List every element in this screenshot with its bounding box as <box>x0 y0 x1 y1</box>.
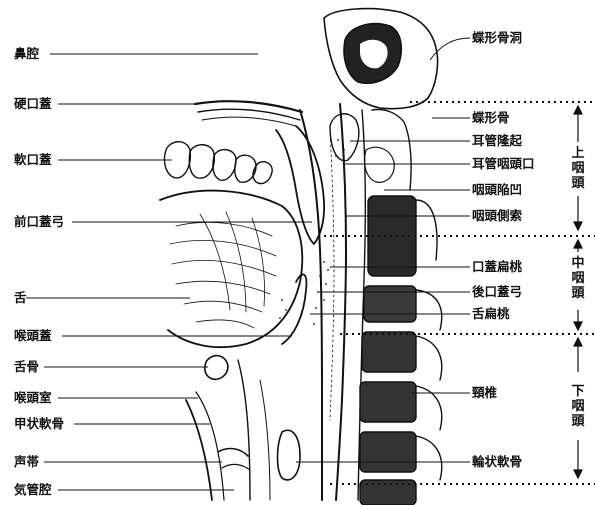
tongue-outline <box>160 191 302 348</box>
label-vocal-cord: 声帯 <box>14 455 39 469</box>
label-lingual-tonsil: 舌扁桃 <box>472 307 510 321</box>
label-pharyngeal-recess: 咽頭陥凹 <box>472 183 522 197</box>
pharyngeal-wall-posterior <box>336 104 346 500</box>
label-region-nasopharynx: 上咽頭 <box>570 146 586 191</box>
label-torus-tubarius: 耳管隆起 <box>472 134 522 148</box>
label-sphenoid-bone: 蝶形骨 <box>472 111 510 125</box>
label-pharyngeal-opening: 耳管咽頭口 <box>472 157 535 171</box>
label-hyoid: 舌骨 <box>14 360 39 374</box>
label-laryngeal-ventricle: 喉頭室 <box>14 391 52 405</box>
label-cervical-vertebra: 頸椎 <box>472 386 497 400</box>
label-cricoid-cartilage: 輪状軟骨 <box>472 455 522 469</box>
label-sphenoid-sinus: 蝶形骨洞 <box>472 31 522 45</box>
soft-palate-shape <box>276 126 324 244</box>
label-tracheal-cavity: 気管腔 <box>14 483 52 497</box>
cricoid-shape <box>278 430 301 480</box>
tongue-texture <box>170 212 276 328</box>
cervical-vertebrae <box>360 110 442 505</box>
hyoid-shape <box>205 356 228 380</box>
label-region-hypopharynx: 下咽頭 <box>570 384 586 429</box>
label-soft-palate: 軟口蓋 <box>14 153 52 167</box>
label-region-oropharynx: 中咽頭 <box>570 256 586 301</box>
label-nasal-cavity: 鼻腔 <box>14 47 39 61</box>
label-hard-palate: 硬口蓋 <box>14 97 52 111</box>
upper-teeth <box>164 142 272 184</box>
label-palatoglossal-arch: 前口蓋弓 <box>14 215 64 229</box>
label-tongue: 舌 <box>14 291 27 305</box>
label-thyroid-cartilage: 甲状軟骨 <box>14 417 64 431</box>
label-lateral-band: 咽頭側索 <box>472 209 522 223</box>
label-palatopharyngeal-arch: 後口蓋弓 <box>472 285 522 299</box>
label-palatine-tonsil: 口蓋扁桃 <box>472 260 522 274</box>
vocal-cord-shape <box>218 449 248 456</box>
label-epiglottis: 喉頭蓋 <box>14 329 52 343</box>
